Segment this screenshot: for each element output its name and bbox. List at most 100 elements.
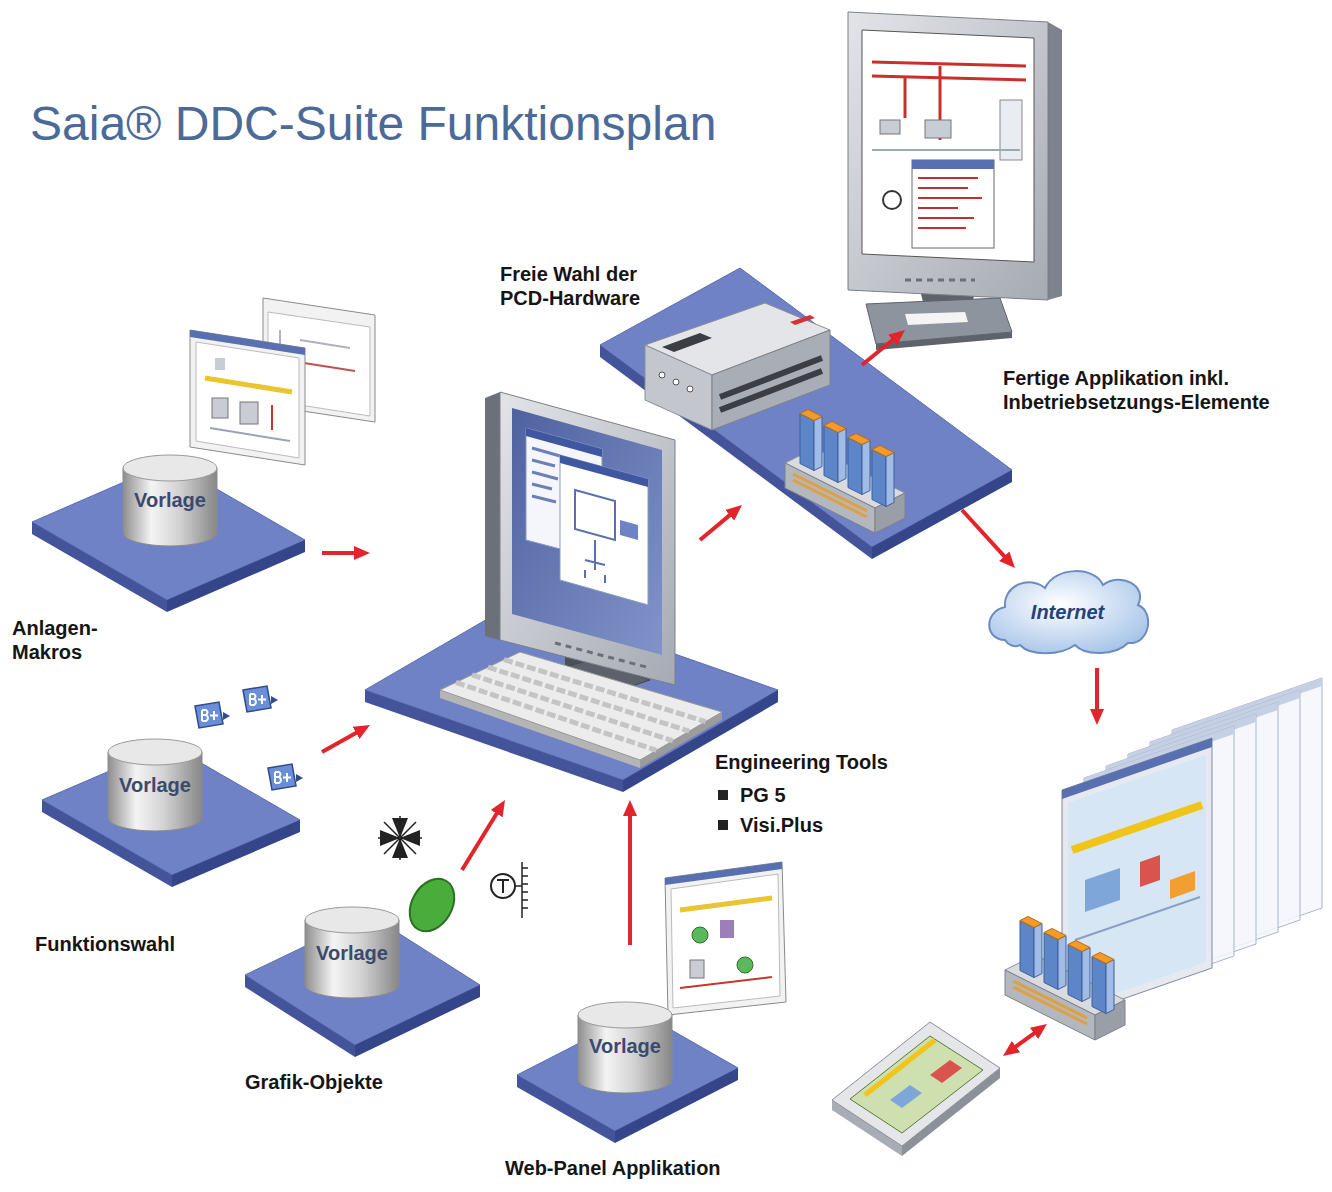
function-choice-drawing <box>243 686 278 712</box>
result-monitor-drawing <box>876 332 1012 350</box>
node-label: Fertige Applikation inkl. Inbetriebsetzu… <box>1003 366 1288 414</box>
engineering-pc-drawing <box>500 392 675 685</box>
hardware-platform-drawing <box>659 372 665 378</box>
engineering-pc-drawing <box>620 520 638 540</box>
graphic-objects-drawing <box>515 862 528 918</box>
web-panel-template-drawing <box>671 874 780 1008</box>
web-panel-device-drawing <box>832 1022 1000 1156</box>
hardware-platform-drawing <box>662 333 712 352</box>
result-monitor-drawing <box>848 12 1048 300</box>
flow-arrow <box>862 336 897 365</box>
web-panel-template-drawing <box>578 1002 672 1028</box>
result-monitor-drawing <box>905 312 968 325</box>
node-label: Internet <box>990 600 1145 624</box>
application-screens-drawing <box>1170 871 1195 899</box>
engineering-pc-drawing <box>575 490 615 540</box>
node-label: Vorlage <box>575 1034 675 1058</box>
diagram-title: Saia® DDC-Suite Funktionsplan <box>30 96 716 152</box>
node-label: Vorlage <box>120 488 220 512</box>
internet-to-screens-arrow <box>1095 668 1099 715</box>
result-monitor-drawing <box>912 160 994 169</box>
result-monitor-drawing <box>1048 22 1062 300</box>
web-panel-device-drawing <box>832 1022 1000 1146</box>
web-panel-device-drawing <box>930 1060 962 1083</box>
web-panel-device-drawing <box>850 1036 983 1133</box>
panel-exchange-arrow <box>1011 1030 1039 1050</box>
flow-arrow <box>322 730 361 752</box>
node-label: Freie Wahl der PCD-Hardware <box>500 262 650 310</box>
engineering-pc-drawing <box>440 652 722 760</box>
tool-item: PG 5 <box>740 783 786 807</box>
graphic-objects-drawing <box>378 816 422 860</box>
result-monitor-drawing <box>925 120 951 138</box>
plant-macro-drawing <box>271 405 273 430</box>
web-panel-template-drawing <box>720 920 734 938</box>
result-monitor-drawing <box>905 279 975 282</box>
engineering-pc-drawing <box>560 455 648 605</box>
engineering-pc-drawing <box>485 392 500 640</box>
hardware-platform-drawing <box>645 345 712 430</box>
function-choice-drawing <box>108 739 202 765</box>
template-cylinder: VorlageFunktionswahl <box>60 700 322 870</box>
node-label: Grafik-Objekte <box>245 1070 383 1094</box>
hardware-platform-drawing <box>785 410 905 534</box>
plant-macro-drawing <box>196 342 299 458</box>
result-monitor-drawing <box>912 160 994 248</box>
application-screens-drawing <box>1085 868 1120 912</box>
engineering-pc-drawing <box>512 408 662 655</box>
function-choice-drawing <box>195 702 230 728</box>
flow-arrow <box>962 510 1008 561</box>
graphic-objects-drawing <box>245 915 480 1045</box>
hardware-platform-drawing <box>790 315 815 325</box>
node-label: Anlagen-Makros <box>12 616 112 664</box>
web-panel-template-drawing <box>517 862 786 1143</box>
internet-cloud-drawing <box>989 571 1148 653</box>
application-screens-drawing <box>1140 855 1160 887</box>
web-panel-template-drawing <box>737 957 753 973</box>
graphic-objects-drawing <box>491 874 515 898</box>
result-monitor-drawing <box>872 62 1026 80</box>
internet-cloud: Internet <box>985 568 1150 653</box>
plant-macro-drawing <box>32 462 305 600</box>
application-screens-drawing <box>1005 917 1125 1041</box>
result-monitor-drawing <box>883 191 901 209</box>
application-screens-drawing <box>1075 897 1200 940</box>
result-monitor-drawing <box>862 30 1034 262</box>
engineering-pc-drawing <box>456 660 706 751</box>
web-panel-template-drawing <box>680 977 772 988</box>
plant-macro-drawing <box>190 330 305 465</box>
node-label: Web-Panel Applikation <box>505 1156 721 1180</box>
flow-arrow <box>322 551 360 555</box>
web-panel-template-drawing <box>680 898 772 910</box>
flow-arrow <box>462 809 500 870</box>
template-cylinder: VorlageAnlagen-Makros <box>60 455 322 595</box>
engineering-pc-drawing <box>365 392 778 792</box>
engineering-pc-drawing <box>532 448 560 502</box>
function-choice-drawing <box>172 820 300 887</box>
graphic-objects-drawing <box>497 880 509 893</box>
web-panel-template-drawing <box>517 1012 738 1131</box>
tool-item: Visi.Plus <box>740 813 823 837</box>
application-screens-drawing <box>1072 805 1202 850</box>
result-monitor-drawing <box>918 178 982 228</box>
node-label: Vorlage <box>105 773 205 797</box>
graphic-objects-drawing <box>380 818 420 858</box>
engineering-pc-drawing <box>560 455 648 487</box>
engineering-pc-drawing <box>585 540 605 583</box>
engineering-workstation: Engineering ToolsPG 5Visi.Plus <box>370 390 700 800</box>
list-bullet <box>718 820 728 830</box>
plant-macro-drawing <box>167 540 305 612</box>
hardware-platform-drawing <box>673 379 679 385</box>
node-label: Funktionswahl <box>35 932 175 956</box>
hardware-platform-drawing <box>687 386 693 392</box>
result-monitor: Fertige Applikation inkl. Inbetriebsetzu… <box>880 15 1045 330</box>
node-label: Engineering Tools <box>715 750 888 774</box>
node-label: Vorlage <box>302 941 402 965</box>
web-panel-template-drawing <box>665 862 786 1015</box>
plant-macro-drawing <box>240 402 258 424</box>
web-panel-device-drawing <box>890 1085 922 1108</box>
function-choice-drawing <box>42 686 303 887</box>
